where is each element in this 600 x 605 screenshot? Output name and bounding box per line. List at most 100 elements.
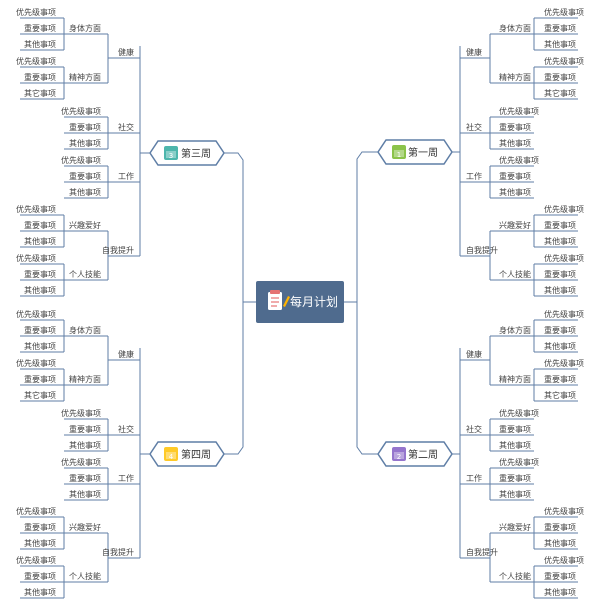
task-label[interactable]: 重要事项 — [499, 171, 531, 181]
task-label[interactable]: 重要事项 — [24, 220, 56, 230]
task-label[interactable]: 优先级事项 — [499, 408, 539, 418]
week-node-4[interactable]: 4 第四周 — [149, 441, 225, 467]
task-label[interactable]: 优先级事项 — [16, 7, 56, 17]
task-label[interactable]: 优先级事项 — [544, 309, 584, 319]
category-label[interactable]: 工作 — [118, 473, 134, 483]
task-label[interactable]: 重要事项 — [544, 23, 576, 33]
task-label[interactable]: 其他事项 — [69, 138, 101, 148]
task-label[interactable]: 其他事项 — [499, 138, 531, 148]
task-label[interactable]: 其他事项 — [24, 587, 56, 597]
category-label[interactable]: 工作 — [118, 171, 134, 181]
category-label[interactable]: 自我提升 — [466, 245, 498, 255]
task-label[interactable]: 优先级事项 — [544, 506, 584, 516]
task-label[interactable]: 重要事项 — [24, 325, 56, 335]
sub-category-label[interactable]: 兴趣爱好 — [69, 220, 101, 230]
task-label[interactable]: 重要事项 — [69, 122, 101, 132]
category-label[interactable]: 社交 — [118, 122, 134, 132]
task-label[interactable]: 重要事项 — [69, 473, 101, 483]
task-label[interactable]: 优先级事项 — [544, 358, 584, 368]
task-label[interactable]: 优先级事项 — [61, 457, 101, 467]
task-label[interactable]: 其它事项 — [24, 390, 56, 400]
category-label[interactable]: 工作 — [466, 473, 482, 483]
category-label[interactable]: 工作 — [466, 171, 482, 181]
task-label[interactable]: 优先级事项 — [499, 106, 539, 116]
task-label[interactable]: 重要事项 — [544, 220, 576, 230]
task-label[interactable]: 重要事项 — [24, 72, 56, 82]
task-label[interactable]: 重要事项 — [544, 571, 576, 581]
sub-category-label[interactable]: 个人技能 — [69, 269, 101, 279]
task-label[interactable]: 其他事项 — [544, 587, 576, 597]
sub-category-label[interactable]: 精神方面 — [499, 72, 531, 82]
sub-category-label[interactable]: 身体方面 — [499, 325, 531, 335]
task-label[interactable]: 其他事项 — [544, 341, 576, 351]
task-label[interactable]: 其他事项 — [499, 489, 531, 499]
task-label[interactable]: 其它事项 — [544, 88, 576, 98]
task-label[interactable]: 其他事项 — [544, 236, 576, 246]
sub-category-label[interactable]: 个人技能 — [499, 571, 531, 581]
task-label[interactable]: 重要事项 — [24, 374, 56, 384]
task-label[interactable]: 其他事项 — [69, 440, 101, 450]
task-label[interactable]: 优先级事项 — [16, 56, 56, 66]
task-label[interactable]: 重要事项 — [24, 571, 56, 581]
task-label[interactable]: 其他事项 — [544, 39, 576, 49]
sub-category-label[interactable]: 兴趣爱好 — [499, 220, 531, 230]
category-label[interactable]: 健康 — [466, 47, 482, 57]
sub-category-label[interactable]: 个人技能 — [69, 571, 101, 581]
task-label[interactable]: 重要事项 — [499, 122, 531, 132]
task-label[interactable]: 重要事项 — [544, 374, 576, 384]
center-node[interactable]: 每月计划 — [256, 281, 344, 323]
task-label[interactable]: 优先级事项 — [544, 7, 584, 17]
task-label[interactable]: 优先级事项 — [544, 204, 584, 214]
sub-category-label[interactable]: 精神方面 — [499, 374, 531, 384]
category-label[interactable]: 健康 — [118, 349, 134, 359]
sub-category-label[interactable]: 身体方面 — [499, 23, 531, 33]
sub-category-label[interactable]: 身体方面 — [69, 23, 101, 33]
task-label[interactable]: 其它事项 — [24, 88, 56, 98]
task-label[interactable]: 其他事项 — [499, 187, 531, 197]
task-label[interactable]: 其他事项 — [499, 440, 531, 450]
task-label[interactable]: 优先级事项 — [499, 155, 539, 165]
task-label[interactable]: 其他事项 — [69, 489, 101, 499]
task-label[interactable]: 重要事项 — [544, 269, 576, 279]
sub-category-label[interactable]: 个人技能 — [499, 269, 531, 279]
category-label[interactable]: 自我提升 — [102, 245, 134, 255]
category-label[interactable]: 社交 — [118, 424, 134, 434]
task-label[interactable]: 优先级事项 — [16, 204, 56, 214]
category-label[interactable]: 社交 — [466, 122, 482, 132]
task-label[interactable]: 优先级事项 — [16, 358, 56, 368]
task-label[interactable]: 其他事项 — [544, 285, 576, 295]
category-label[interactable]: 健康 — [118, 47, 134, 57]
week-node-1[interactable]: 1 第一周 — [377, 139, 453, 165]
sub-category-label[interactable]: 兴趣爱好 — [499, 522, 531, 532]
task-label[interactable]: 其他事项 — [24, 236, 56, 246]
task-label[interactable]: 优先级事项 — [61, 155, 101, 165]
task-label[interactable]: 重要事项 — [24, 23, 56, 33]
task-label[interactable]: 重要事项 — [69, 424, 101, 434]
task-label[interactable]: 优先级事项 — [544, 56, 584, 66]
task-label[interactable]: 优先级事项 — [16, 253, 56, 263]
task-label[interactable]: 重要事项 — [544, 72, 576, 82]
task-label[interactable]: 其他事项 — [69, 187, 101, 197]
category-label[interactable]: 社交 — [466, 424, 482, 434]
task-label[interactable]: 重要事项 — [499, 473, 531, 483]
sub-category-label[interactable]: 兴趣爱好 — [69, 522, 101, 532]
task-label[interactable]: 重要事项 — [24, 269, 56, 279]
task-label[interactable]: 优先级事项 — [544, 555, 584, 565]
sub-category-label[interactable]: 精神方面 — [69, 374, 101, 384]
task-label[interactable]: 优先级事项 — [16, 555, 56, 565]
task-label[interactable]: 优先级事项 — [16, 506, 56, 516]
week-node-2[interactable]: 2 第二周 — [377, 441, 453, 467]
task-label[interactable]: 重要事项 — [499, 424, 531, 434]
task-label[interactable]: 其他事项 — [24, 538, 56, 548]
week-node-3[interactable]: 3 第三周 — [149, 140, 225, 166]
task-label[interactable]: 其他事项 — [24, 39, 56, 49]
task-label[interactable]: 重要事项 — [24, 522, 56, 532]
task-label[interactable]: 优先级事项 — [544, 253, 584, 263]
task-label[interactable]: 重要事项 — [544, 522, 576, 532]
task-label[interactable]: 优先级事项 — [61, 106, 101, 116]
category-label[interactable]: 自我提升 — [466, 547, 498, 557]
task-label[interactable]: 优先级事项 — [499, 457, 539, 467]
task-label[interactable]: 其他事项 — [24, 341, 56, 351]
sub-category-label[interactable]: 身体方面 — [69, 325, 101, 335]
category-label[interactable]: 自我提升 — [102, 547, 134, 557]
